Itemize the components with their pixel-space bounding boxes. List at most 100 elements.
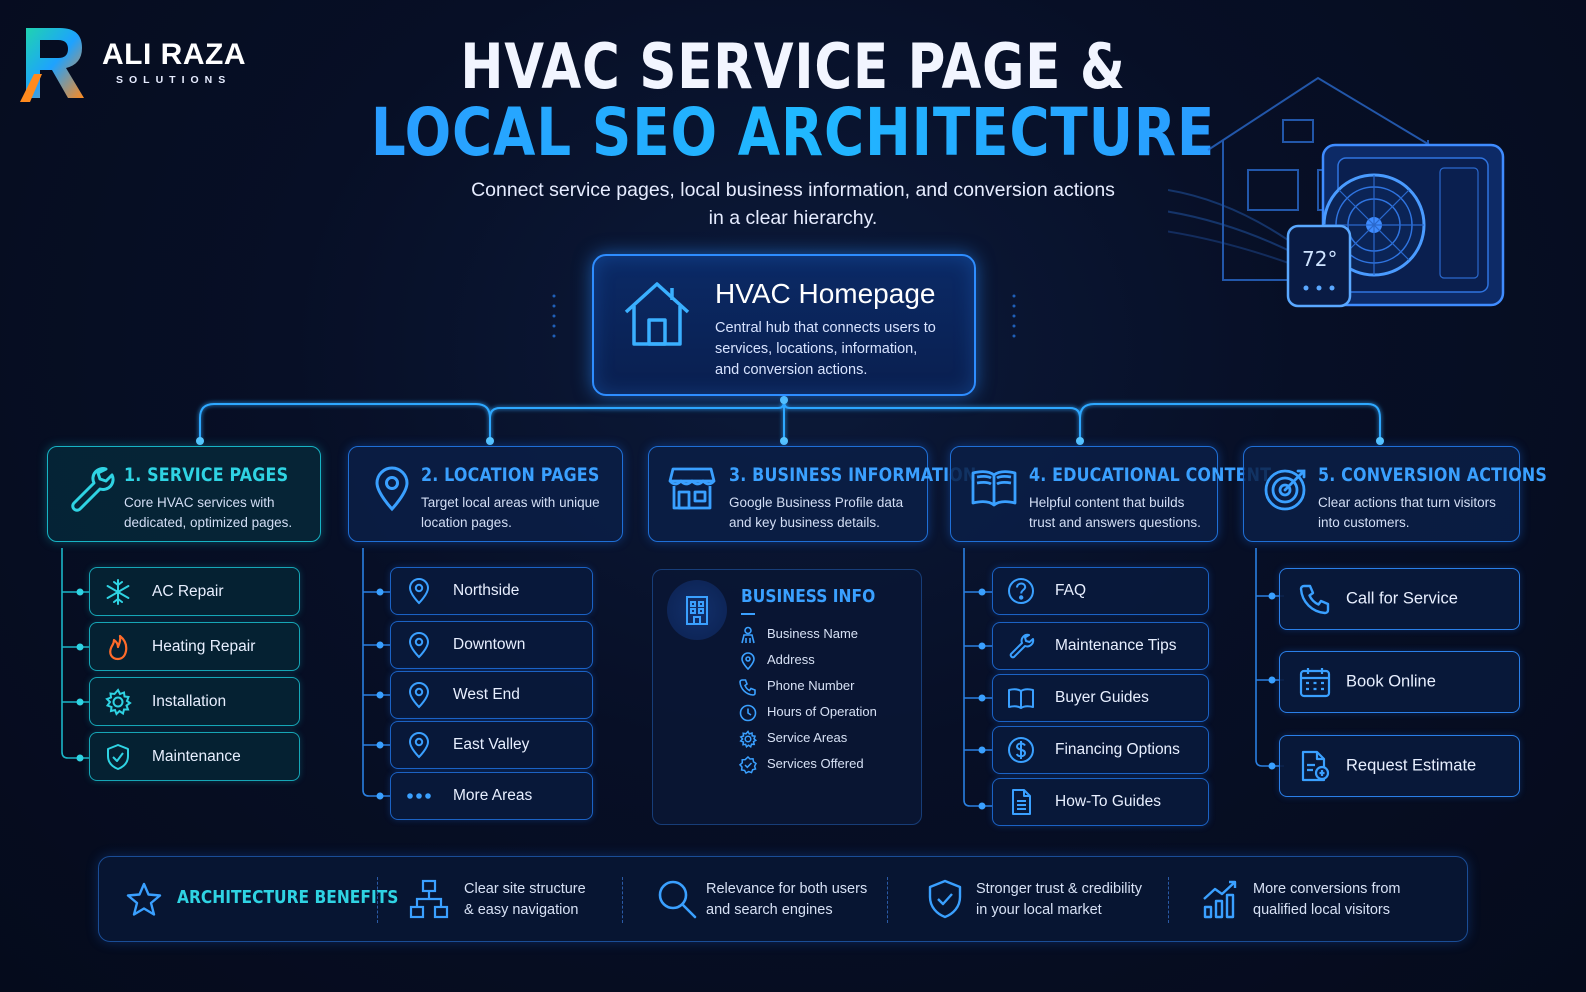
category-title: 3. BUSINESS INFORMATION — [729, 465, 977, 486]
category-desc-line: Clear actions that turn visitors — [1318, 495, 1496, 510]
building-badge — [667, 580, 727, 640]
item-label: Request Estimate — [1346, 756, 1477, 775]
gear-icon — [105, 687, 132, 716]
category-conversion-actions[interactable]: 5. CONVERSION ACTIONS Clear actions that… — [1243, 446, 1547, 542]
benefit-text: Stronger trust & credibility in your loc… — [976, 879, 1142, 921]
category-description: Helpful content that builds trust and an… — [1029, 493, 1201, 533]
category-desc-line: into customers. — [1318, 515, 1410, 530]
business-info-label: Services Offered — [767, 756, 864, 771]
category-educational-content[interactable]: 4. EDUCATIONAL CONTENT Helpful content t… — [950, 446, 1271, 542]
list-item-maintenance-tips[interactable]: Maintenance Tips — [992, 622, 1209, 670]
list-item-buyer-guides[interactable]: Buyer Guides — [992, 674, 1209, 722]
target-icon — [1264, 469, 1306, 511]
sitemap-icon — [409, 879, 449, 919]
item-label: Heating Repair — [152, 637, 256, 655]
brand-tagline: SOLUTIONS — [116, 74, 232, 86]
item-label: Buyer Guides — [1055, 689, 1149, 706]
list-item-maintenance[interactable]: Maintenance — [89, 732, 300, 781]
homepage-description: Central hub that connects users to servi… — [715, 318, 965, 381]
wrench-icon — [1009, 633, 1035, 659]
badge-icon — [739, 756, 757, 774]
benefit-line: Stronger trust & credibility — [976, 881, 1143, 897]
brand-mark-icon — [20, 28, 84, 102]
business-info-label: Hours of Operation — [767, 704, 877, 719]
item-label: Book Online — [1346, 672, 1436, 691]
category-title: 1. SERVICE PAGES — [124, 465, 289, 486]
subtitle-line2: in a clear hierarchy. — [708, 207, 878, 229]
business-info-title: BUSINESS INFO — [741, 586, 876, 607]
homepage-title: HVAC Homepage — [715, 278, 936, 309]
item-label: Call for Service — [1346, 589, 1458, 608]
dollar-icon — [1008, 737, 1034, 763]
map-pin-icon — [375, 466, 409, 512]
benefits-title: ARCHITECTURE BENEFITS — [177, 887, 399, 908]
benefit-text: More conversions from qualified local vi… — [1253, 879, 1400, 921]
calendar-icon — [1299, 668, 1331, 698]
request-estimate-button[interactable]: Request Estimate — [1279, 735, 1520, 797]
item-label: East Valley — [453, 736, 530, 753]
benefit-line: Clear site structure — [464, 881, 586, 897]
book-online-button[interactable]: Book Online — [1279, 651, 1520, 713]
list-item-installation[interactable]: Installation — [89, 677, 300, 726]
map-pin-icon — [408, 632, 430, 659]
list-item-more-areas[interactable]: More Areas — [390, 772, 593, 820]
snowflake-icon — [106, 578, 130, 605]
list-item-northside[interactable]: Northside — [390, 567, 593, 615]
flame-icon — [109, 634, 128, 660]
item-label: Northside — [453, 582, 520, 599]
divider — [1168, 877, 1169, 923]
business-info-label: Address — [767, 652, 815, 667]
category-desc-line: dedicated, optimized pages. — [124, 515, 293, 530]
benefit-text: Clear site structure & easy navigation — [464, 879, 586, 921]
list-item-financing-options[interactable]: Financing Options — [992, 726, 1209, 774]
item-label: How-To Guides — [1055, 793, 1161, 810]
item-label: FAQ — [1055, 582, 1087, 599]
list-item-how-to-guides[interactable]: How-To Guides — [992, 778, 1209, 826]
wrench-icon — [71, 467, 115, 512]
person-icon — [741, 626, 755, 644]
homepage-node[interactable]: HVAC Homepage Central hub that connects … — [592, 254, 976, 396]
category-business-information[interactable]: 3. BUSINESS INFORMATION Google Business … — [648, 446, 976, 542]
call-for-service-button[interactable]: Call for Service — [1279, 568, 1520, 630]
divider — [887, 877, 888, 923]
growth-chart-icon — [1203, 880, 1237, 919]
benefit-line: qualified local visitors — [1253, 902, 1391, 918]
divider — [377, 877, 378, 923]
brand-logo: ALI RAZA SOLUTIONS — [20, 24, 260, 104]
item-label: Downtown — [453, 636, 526, 653]
building-icon — [686, 596, 708, 625]
benefit-line: & easy navigation — [464, 902, 579, 918]
list-item-downtown[interactable]: Downtown — [390, 621, 593, 669]
question-icon — [1008, 578, 1034, 604]
category-title: 5. CONVERSION ACTIONS — [1318, 465, 1548, 486]
category-description: Target local areas with unique location … — [421, 493, 600, 533]
list-item-ac-repair[interactable]: AC Repair — [89, 567, 300, 616]
homepage-desc-line: services, locations, information, — [715, 341, 918, 357]
map-pin-icon — [408, 682, 430, 709]
list-item-heating-repair[interactable]: Heating Repair — [89, 622, 300, 671]
item-label: More Areas — [453, 787, 533, 804]
page-title-line1: HVAC SERVICE PAGE & — [460, 30, 1126, 103]
list-item-faq[interactable]: FAQ — [992, 567, 1209, 615]
list-item-east-valley[interactable]: East Valley — [390, 721, 593, 769]
benefit-text: Relevance for both users and search engi… — [706, 879, 867, 921]
category-location-pages[interactable]: 2. LOCATION PAGES Target local areas wit… — [348, 446, 623, 542]
category-description: Clear actions that turn visitors into cu… — [1318, 493, 1496, 533]
shield-check-icon — [928, 879, 962, 919]
homepage-desc-line: Central hub that connects users to — [715, 320, 936, 336]
category-service-pages[interactable]: 1. SERVICE PAGES Core HVAC services with… — [47, 446, 321, 542]
shield-check-icon — [107, 743, 129, 770]
page-subtitle: Connect service pages, local business in… — [393, 176, 1193, 232]
phone-icon — [1299, 584, 1330, 615]
category-desc-line: location pages. — [421, 515, 512, 530]
estimate-icon — [1301, 750, 1330, 782]
item-label: Maintenance — [152, 747, 241, 765]
architecture-benefits-bar: ARCHITECTURE BENEFITS Clear site structu… — [98, 856, 1468, 942]
list-item-west-end[interactable]: West End — [390, 671, 593, 719]
subtitle-line1: Connect service pages, local business in… — [471, 179, 1115, 201]
thermostat-temp: 72° — [1302, 247, 1337, 271]
category-desc-line: Google Business Profile data — [729, 495, 904, 510]
benefit-line: More conversions from — [1253, 881, 1401, 897]
category-title: 2. LOCATION PAGES — [421, 465, 600, 486]
